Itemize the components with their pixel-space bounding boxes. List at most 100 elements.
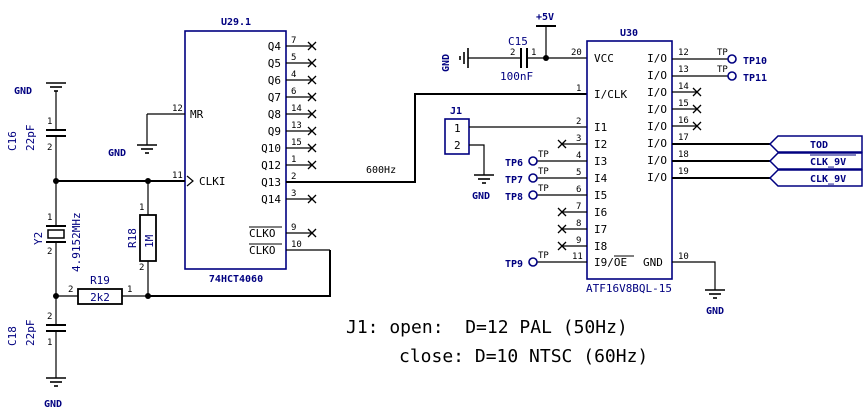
u30-pin4-name: I3	[594, 155, 607, 168]
u29-1-pinnum-q5: 5	[291, 53, 296, 63]
net-clk9v: CLK_9V	[810, 174, 846, 185]
u29-1-pinnum-q13: 2	[291, 172, 296, 182]
u30-pin-gnd: 10	[678, 252, 689, 262]
u30-pin18-num: 18	[678, 150, 689, 160]
u29-1-ref: U29.1	[221, 17, 251, 28]
tp10-label: TP10	[743, 56, 767, 67]
u30-atf16v8: U30 ATF16V8BQL-15 VCC 20 GND 10 GND I/CL…	[557, 28, 725, 317]
y2-value: 4.9152MHz	[70, 212, 83, 272]
c18-pin1: 1	[47, 338, 52, 348]
net-clk9v-bar: CLK_9V	[810, 157, 846, 168]
u29-1-pin-clko: 9	[291, 223, 296, 233]
u29-1-pinnum-q8: 14	[291, 104, 302, 114]
u29-1-pin-mr: 12	[172, 104, 183, 114]
u30-vcc-label: VCC	[594, 52, 614, 65]
net-tod: TOD	[810, 140, 828, 151]
u30-pin1-name: I/CLK	[594, 88, 627, 101]
tp9-label: TP9	[505, 259, 523, 270]
u29-1-out-q6: Q6	[268, 74, 281, 87]
c18-pin2: 2	[47, 312, 52, 322]
gnd-label-c15: GND	[441, 54, 452, 72]
u30-pin11-num: 11	[572, 252, 583, 262]
u30-pin4-num: 4	[576, 151, 581, 161]
u30-pin7-name: I6	[594, 206, 607, 219]
u29-1-pin-clki: 11	[172, 171, 183, 181]
r19-pin2: 2	[68, 285, 73, 295]
tp11-small: TP	[717, 65, 728, 75]
tp9-small: TP	[538, 251, 549, 261]
u30-gnd-label: GND	[643, 256, 663, 269]
y2-pin1: 1	[47, 213, 52, 223]
u29-1-pinnum-q10: 15	[291, 138, 302, 148]
r19-value: 2k2	[90, 291, 110, 304]
c16-pin2: 2	[47, 143, 52, 153]
u30-pin17-num: 17	[678, 133, 689, 143]
plus5v-label: +5V	[536, 12, 554, 23]
c18-value: 22pF	[24, 320, 37, 347]
u29-1-pinnum-q7: 6	[291, 87, 296, 97]
u30-pin2-num: 2	[576, 117, 581, 127]
u30-pin8-num: 8	[576, 219, 581, 229]
u29-1-part: 74HCT4060	[209, 274, 263, 285]
u30-pin6-name: I5	[594, 189, 607, 202]
u30-pin14-name: I/O	[647, 86, 667, 99]
u29-1-out-q8: Q8	[268, 108, 281, 121]
u30-pin11-name: I9/OE	[594, 256, 627, 269]
c15-value: 100nF	[500, 70, 533, 83]
u29-1-out-q10: Q10	[261, 142, 281, 155]
u30-pin9-name: I8	[594, 240, 607, 253]
c15-pin1: 1	[531, 48, 536, 58]
jumper-note: J1: open: D=12 PAL (50Hz) close: D=10 NT…	[346, 317, 648, 367]
u29-1-74hct4060: U29.1 74HCT4060 MR 12 CLKI 11 CLKO 9 CLK…	[147, 17, 330, 285]
tp7-label: TP7	[505, 175, 523, 186]
net-600hz: 600Hz	[286, 93, 587, 183]
u29-1-out-q12: Q12	[261, 159, 281, 172]
u29-1-pin-clkobar: 10	[291, 240, 302, 250]
j1-pin2: 2	[454, 139, 461, 152]
u29-1-body	[184, 30, 287, 270]
u30-pin7-num: 7	[576, 202, 581, 212]
j1-pin1: 1	[454, 122, 461, 135]
u29-1-pinnum-q6: 4	[291, 70, 296, 80]
u30-pin16-name: I/O	[647, 120, 667, 133]
u30-pin3-num: 3	[576, 134, 581, 144]
u30-pin15-num: 15	[678, 99, 689, 109]
tp10-small: TP	[717, 48, 728, 58]
gnd-label-u30: GND	[706, 306, 724, 317]
tp6-tp8: TP TP6 TP TP7 TP TP8	[505, 150, 587, 203]
u30-pin19-name: I/O	[647, 171, 667, 184]
u29-1-out-q13: Q13	[261, 176, 281, 189]
u30-pin19-num: 19	[678, 167, 689, 177]
gnd-label-top: GND	[14, 86, 32, 97]
c15-pin2: 2	[510, 48, 515, 58]
u30-pin6-num: 6	[576, 185, 581, 195]
c16-pin1: 1	[47, 117, 52, 127]
u30-pin15-name: I/O	[647, 103, 667, 116]
u29-1-out-q5: Q5	[268, 57, 281, 70]
u30-pin5-num: 5	[576, 168, 581, 178]
c16-ref: C16	[6, 131, 19, 151]
u29-1-out-q7: Q7	[268, 91, 281, 104]
u30-part: ATF16V8BQL-15	[586, 282, 672, 295]
u29-1-pinnum-q14: 3	[291, 189, 296, 199]
r18-value: 1M	[143, 234, 156, 248]
u30-pin13-num: 13	[678, 65, 689, 75]
tp7-small: TP	[538, 167, 549, 177]
u30-pin17-name: I/O	[647, 137, 667, 150]
u30-pin12-name: I/O	[647, 52, 667, 65]
mr-gnd: GND	[108, 114, 157, 159]
tp6-label: TP6	[505, 158, 523, 169]
u30-pin9-num: 9	[576, 236, 581, 246]
u29-1-clko-label: CLKO	[249, 227, 276, 240]
tp6-small: TP	[538, 150, 549, 160]
u29-1-clki-label: CLKI	[199, 175, 226, 188]
c16-value: 22pF	[24, 125, 37, 152]
tp8-small: TP	[538, 184, 549, 194]
u29-1-mr-label: MR	[190, 108, 204, 121]
u30-pin2-name: I1	[594, 121, 607, 134]
u30-pin1-num: 1	[576, 84, 581, 94]
u30-pin13-name: I/O	[647, 69, 667, 82]
note-line2: close: D=10 NTSC (60Hz)	[399, 346, 648, 367]
u29-1-pinnum-q4: 7	[291, 36, 296, 46]
